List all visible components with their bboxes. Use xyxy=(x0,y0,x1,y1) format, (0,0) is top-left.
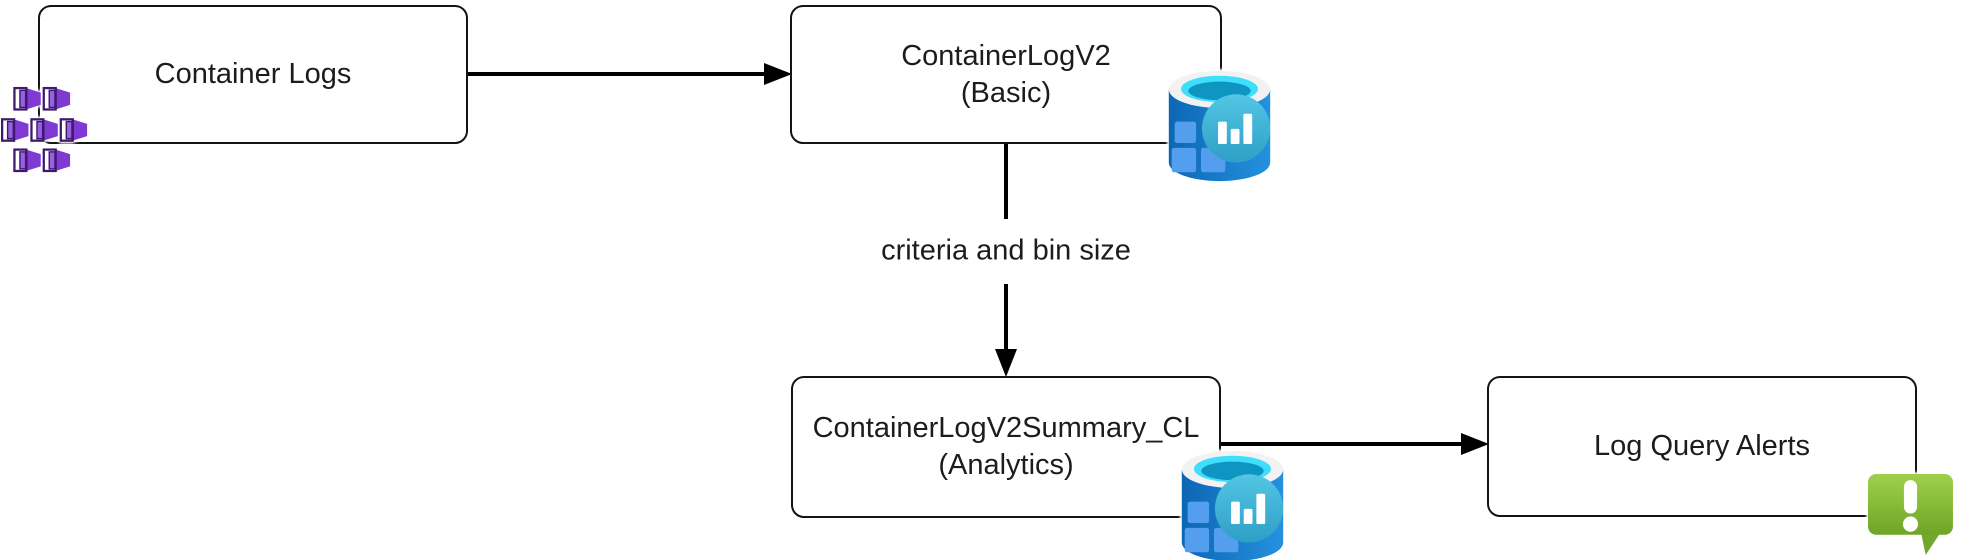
edge-v2-to-summary xyxy=(995,144,1017,377)
node-container-logs-label: Container Logs xyxy=(154,58,352,90)
edge-summary-to-alerts xyxy=(1221,433,1489,455)
arrowhead-down-icon xyxy=(995,349,1017,377)
arrowhead-right-icon xyxy=(764,63,792,85)
node-summary-table-title: ContainerLogV2Summary_CL xyxy=(812,412,1200,444)
log-analytics-table-icon xyxy=(1168,70,1271,182)
edge-logs-to-v2 xyxy=(468,63,792,85)
node-summary-table-subtitle: (Analytics) xyxy=(938,449,1074,481)
node-log-query-alerts: Log Query Alerts xyxy=(1487,376,1917,517)
node-containerlogv2-basic: ContainerLogV2 (Basic) xyxy=(790,5,1222,144)
node-summary-table: ContainerLogV2Summary_CL (Analytics) xyxy=(791,376,1221,518)
node-containerlogv2-title: ContainerLogV2 xyxy=(901,39,1111,72)
log-analytics-table-icon xyxy=(1181,450,1284,560)
edge-label-criteria-bin-size: criteria and bin size xyxy=(871,232,1141,270)
container-instances-icon xyxy=(1,86,89,173)
arrowhead-right-icon xyxy=(1461,433,1489,455)
node-log-query-alerts-label: Log Query Alerts xyxy=(1594,430,1810,462)
node-containerlogv2-subtitle: (Basic) xyxy=(960,76,1052,109)
node-container-logs: Container Logs xyxy=(38,5,468,144)
alert-bubble-icon xyxy=(1868,474,1953,555)
